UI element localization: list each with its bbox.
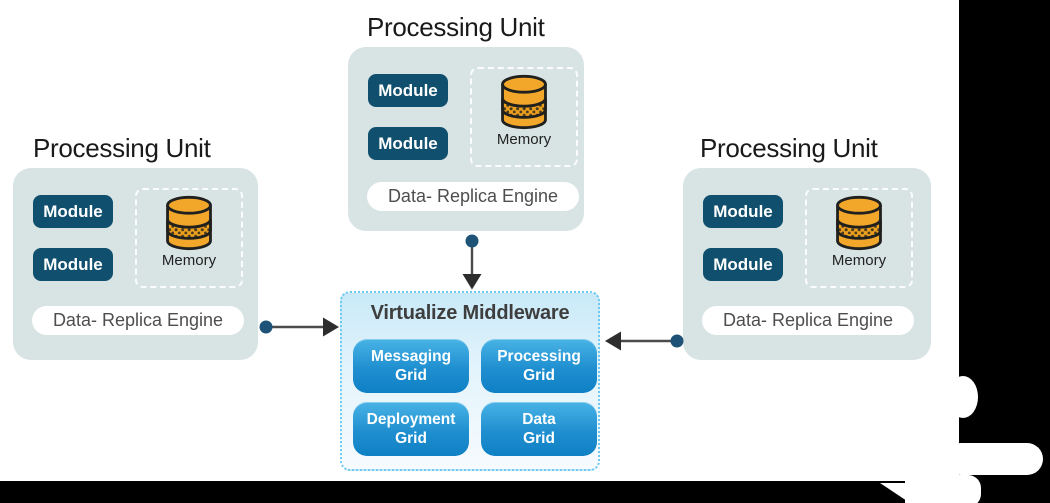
grid-label-line1: Deployment <box>366 410 456 428</box>
replica-engine-bar: Data- Replica Engine <box>702 306 914 335</box>
arrow-top-to-middleware <box>462 234 482 290</box>
middleware-grid: Messaging Grid Processing Grid Deploymen… <box>353 339 597 456</box>
grid-label-line2: Grid <box>523 430 555 447</box>
memory-label: Memory <box>496 131 552 148</box>
module-chip: Module <box>33 248 113 281</box>
grid-label-line2: Grid <box>523 367 555 384</box>
module-chip: Module <box>33 195 113 228</box>
deployment-grid-button: Deployment Grid <box>353 402 469 456</box>
replica-engine-bar: Data- Replica Engine <box>32 306 244 335</box>
unit-title-left: Processing Unit <box>33 133 211 163</box>
grid-label-line1: Data <box>522 410 556 428</box>
memory-label: Memory <box>161 252 217 269</box>
processing-unit-right: Module Module Memory Data- Replica Engin… <box>683 168 931 360</box>
grid-label-line2: Grid <box>395 430 427 447</box>
module-chip: Module <box>368 127 448 160</box>
replica-engine-bar: Data- Replica Engine <box>367 182 579 211</box>
processing-grid-button: Processing Grid <box>481 339 597 393</box>
unit-title-right: Processing Unit <box>700 133 878 163</box>
database-cylinder-icon <box>166 195 212 251</box>
virtualize-middleware-panel: Virtualize Middleware Messaging Grid Pro… <box>340 291 600 471</box>
database-cylinder-icon <box>501 74 547 130</box>
frame-right-bar <box>959 0 1050 503</box>
memory-panel: Memory <box>135 188 243 288</box>
grid-label-line1: Processing <box>497 347 581 365</box>
memory-panel: Memory <box>805 188 913 288</box>
module-chip: Module <box>703 195 783 228</box>
messaging-grid-button: Messaging Grid <box>353 339 469 393</box>
arrow-right-to-middleware <box>605 331 684 351</box>
arrow-left-to-middleware <box>259 317 339 337</box>
grid-label-line2: Grid <box>395 367 427 384</box>
frame-bottom-bar <box>0 481 1050 503</box>
module-chip: Module <box>368 74 448 107</box>
processing-unit-left: Module Module Memory Data- Replica Engin… <box>13 168 258 360</box>
memory-panel: Memory <box>470 67 578 167</box>
memory-label: Memory <box>831 252 887 269</box>
processing-unit-top: Module Module Memory Data- Replica Engin… <box>348 47 584 231</box>
unit-title-top: Processing Unit <box>367 12 545 42</box>
middleware-title: Virtualize Middleware <box>370 302 570 324</box>
data-grid-button: Data Grid <box>481 402 597 456</box>
module-chip: Module <box>703 248 783 281</box>
grid-label-line1: Messaging <box>370 347 452 365</box>
corner-blob-shape <box>880 376 1043 503</box>
database-cylinder-icon <box>836 195 882 251</box>
